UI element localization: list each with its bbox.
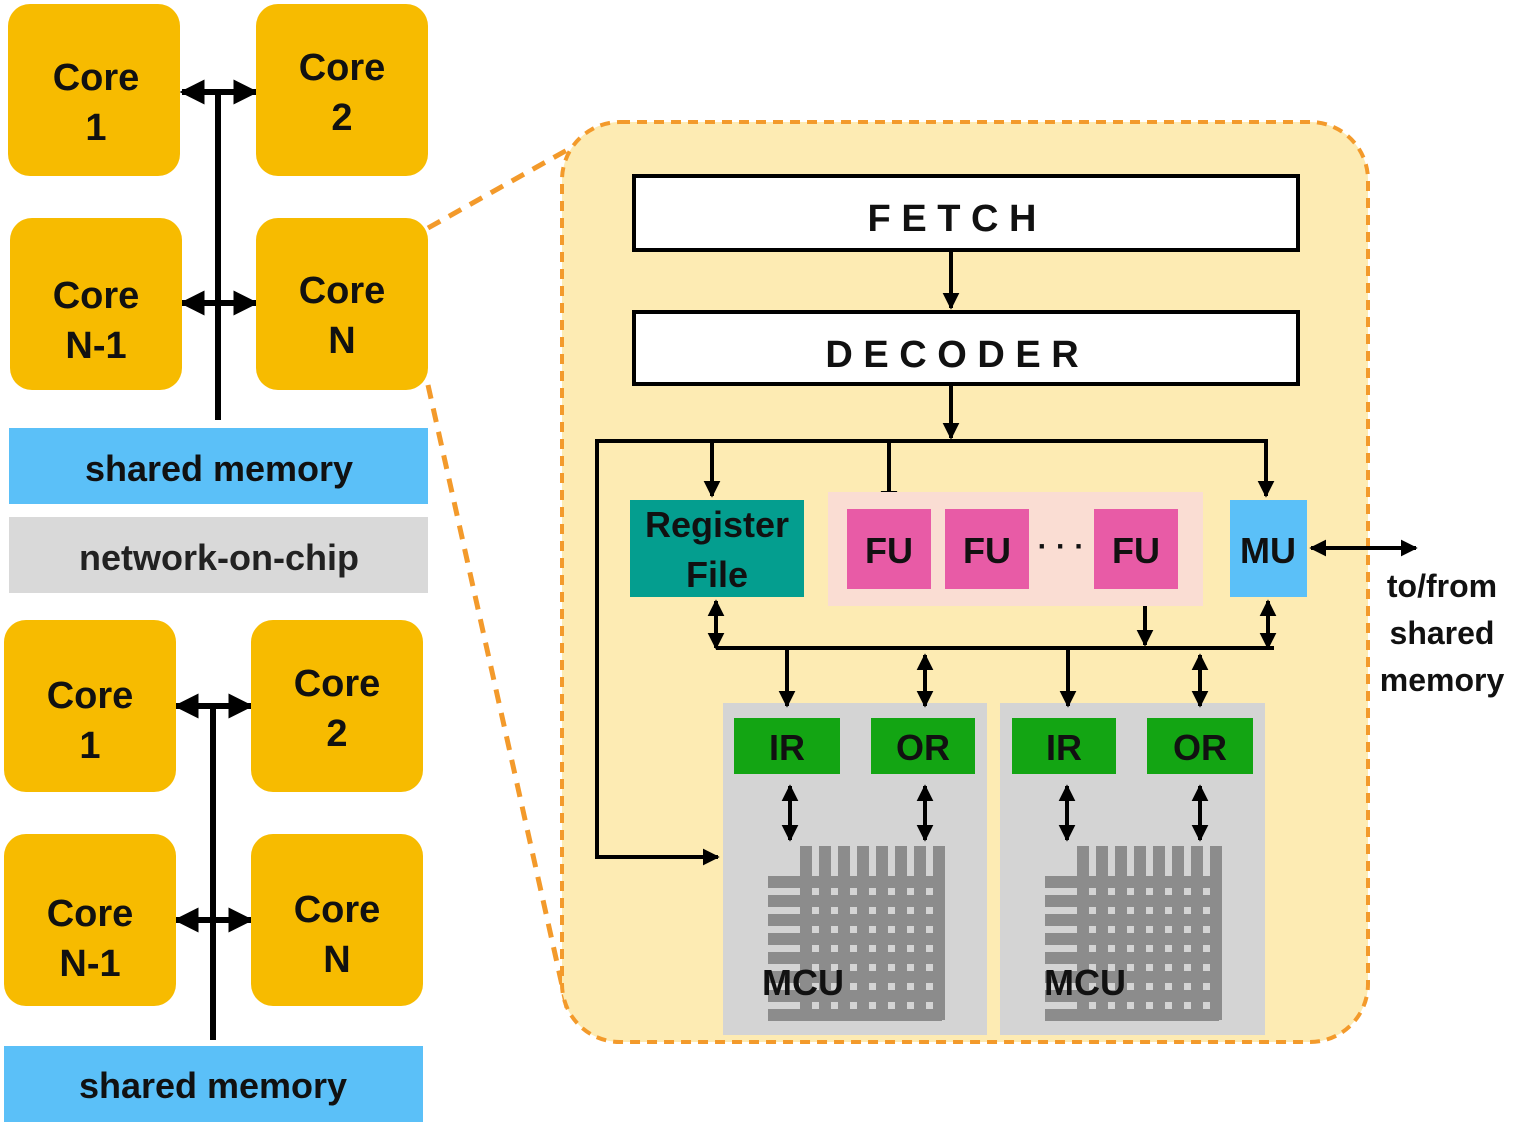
core-n: Core N bbox=[251, 834, 423, 1006]
core-2: Core 2 bbox=[256, 4, 428, 176]
core-label: Core bbox=[294, 663, 381, 705]
shared-memory-top bbox=[9, 428, 428, 504]
crossbar-row bbox=[1045, 914, 1219, 926]
core-label: Core bbox=[53, 57, 140, 99]
zoom-connector-bottom bbox=[425, 384, 571, 1013]
network-on-chip-label: network-on-chip bbox=[79, 537, 359, 578]
decoder-stage bbox=[632, 310, 1300, 386]
functional-unit bbox=[847, 509, 931, 589]
core-label: Core bbox=[294, 889, 381, 931]
core-label: Core bbox=[47, 893, 134, 935]
output-register-label: OR bbox=[896, 727, 950, 768]
functional-unit bbox=[945, 509, 1029, 589]
core-number: N-1 bbox=[65, 325, 126, 367]
core-number: N bbox=[328, 320, 355, 362]
input-register bbox=[1012, 718, 1116, 774]
crossbar-row bbox=[768, 952, 942, 964]
memory-unit bbox=[1230, 500, 1307, 597]
functional-unit bbox=[1094, 509, 1178, 589]
crossbar-row bbox=[1045, 933, 1219, 945]
register-file bbox=[630, 500, 804, 597]
input-register-label: IR bbox=[769, 727, 805, 768]
input-register bbox=[734, 718, 840, 774]
input-register-label: IR bbox=[1046, 727, 1082, 768]
network-on-chip bbox=[9, 517, 428, 593]
core-number: N bbox=[323, 939, 350, 981]
crossbar-row bbox=[768, 876, 942, 888]
memory-unit-label: MU bbox=[1240, 530, 1296, 571]
crossbar-row bbox=[768, 990, 942, 1002]
crossbar-row bbox=[768, 914, 942, 926]
crossbar-row bbox=[1045, 876, 1219, 888]
fetch-label: F E T C H bbox=[868, 198, 1037, 240]
functional-unit-label: FU bbox=[1112, 530, 1160, 571]
core-1: Core 1 bbox=[8, 4, 180, 176]
core-number: 2 bbox=[326, 713, 347, 755]
core-1: Core 1 bbox=[4, 620, 176, 792]
external-memory-label: shared bbox=[1390, 615, 1495, 651]
external-memory-label: memory bbox=[1380, 662, 1505, 698]
functional-unit-label: FU bbox=[865, 530, 913, 571]
mcu-2: IR OR MCU bbox=[1000, 648, 1265, 1035]
crossbar-row bbox=[1045, 971, 1219, 983]
crossbar-row bbox=[768, 971, 942, 983]
decoder-label: D E C O D E R bbox=[825, 334, 1078, 376]
output-register-label: OR bbox=[1173, 727, 1227, 768]
shared-memory-label: shared memory bbox=[79, 1065, 347, 1106]
dispatch-to-mcu-path bbox=[595, 441, 720, 866]
core-number: 1 bbox=[79, 725, 100, 767]
output-register bbox=[871, 718, 975, 774]
shared-memory-bottom bbox=[4, 1046, 423, 1122]
core-number: 2 bbox=[331, 97, 352, 139]
functional-unit-label: FU bbox=[963, 530, 1011, 571]
core-n-minus-1: Core N-1 bbox=[10, 218, 182, 390]
mcu-1: IR OR MCU bbox=[723, 648, 987, 1035]
crossbar-row bbox=[768, 933, 942, 945]
core-n-minus-1: Core N-1 bbox=[4, 834, 176, 1006]
register-file-label: Register bbox=[645, 504, 789, 545]
crossbar-row bbox=[1045, 895, 1219, 907]
functional-unit-ellipsis: · · · bbox=[1038, 530, 1085, 563]
register-file-label: File bbox=[686, 554, 748, 595]
crossbar-array bbox=[768, 846, 945, 1021]
zoom-connector-top bbox=[426, 137, 587, 231]
crossbar-row bbox=[1045, 990, 1219, 1002]
core-n: Core N bbox=[256, 218, 428, 390]
cluster-bottom: Core 1 Core 2 Core N-1 Core N shared mem… bbox=[4, 620, 423, 1122]
fetch-stage bbox=[632, 174, 1300, 252]
core-label: Core bbox=[47, 675, 134, 717]
core-2: Core 2 bbox=[251, 620, 423, 792]
crossbar-row bbox=[1045, 1009, 1219, 1021]
mcu-label: MCU bbox=[762, 962, 844, 1003]
core-label: Core bbox=[299, 270, 386, 312]
mcu-label: MCU bbox=[1044, 962, 1126, 1003]
core-detail-panel: F E T C H D E C O D E R Register File FU… bbox=[560, 120, 1505, 1044]
crossbar-row bbox=[768, 895, 942, 907]
output-register bbox=[1147, 718, 1253, 774]
shared-memory-label: shared memory bbox=[85, 448, 353, 489]
crossbar-row bbox=[768, 1009, 942, 1021]
core-label: Core bbox=[53, 275, 140, 317]
crossbar-row bbox=[1045, 952, 1219, 964]
crossbar-array bbox=[1045, 846, 1222, 1021]
cluster-top: Core 1 Core 2 Core N-1 Core N shared mem… bbox=[8, 4, 428, 504]
core-label: Core bbox=[299, 47, 386, 89]
core-number: N-1 bbox=[59, 943, 120, 985]
core-number: 1 bbox=[85, 107, 106, 149]
external-memory-label: to/from bbox=[1387, 568, 1497, 604]
